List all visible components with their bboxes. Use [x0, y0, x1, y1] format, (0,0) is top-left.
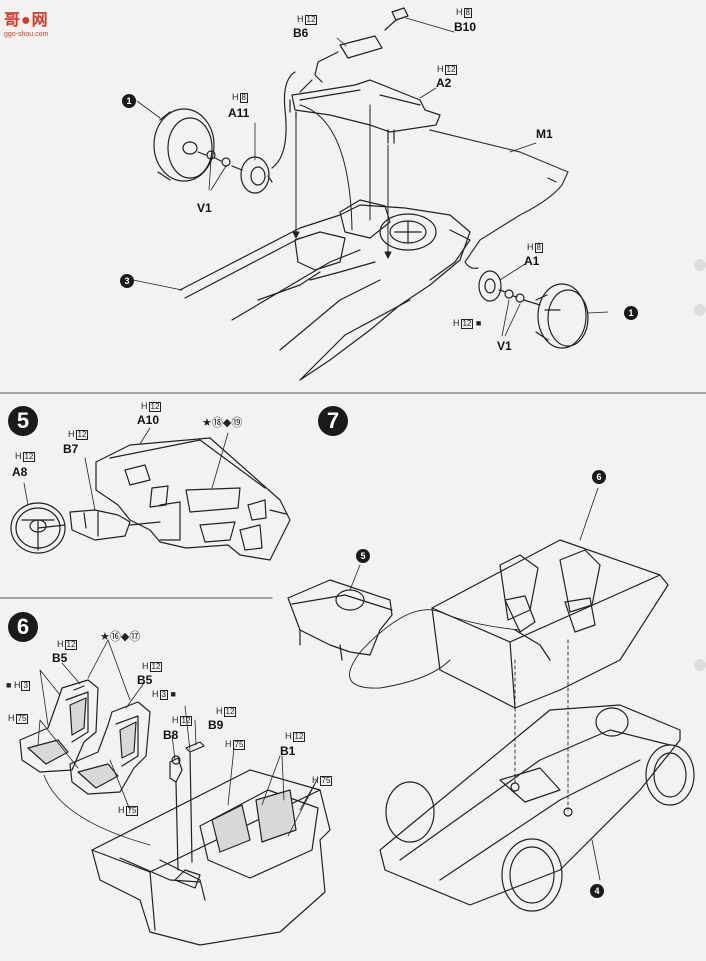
part-label-B5-left: B5 [52, 651, 68, 665]
interior-tub [91, 769, 331, 946]
callout-ref-3: 3 [120, 274, 134, 288]
assembly-arrows-top [292, 104, 392, 259]
part-label-B8: B8 [163, 728, 179, 742]
rear-axle-assembly [289, 7, 441, 144]
rear-wheel-right [478, 270, 589, 349]
part-label-A8: A8 [12, 465, 28, 479]
floor-pan-top [179, 199, 471, 381]
callout-ref-5: 5 [356, 549, 370, 563]
seat-guide-curve [43, 774, 151, 846]
part-label-M1: M1 [536, 127, 553, 141]
seat-right [69, 701, 151, 795]
steering-wheel [10, 502, 66, 554]
part-label-B7: B7 [63, 442, 79, 456]
part-label-A11: A11 [228, 106, 250, 120]
dashboard-group [95, 437, 291, 561]
watermark-logo: 哥●网 ggo-shou.com [4, 6, 49, 38]
scan-artifact [694, 659, 706, 671]
part-label-A10: A10 [137, 413, 160, 427]
leader-lines-step7 [349, 487, 601, 881]
callout-ref-4: 4 [590, 884, 604, 898]
part-label-A1: A1 [524, 254, 540, 268]
seat-left [19, 679, 99, 773]
part-label-V1-right: V1 [497, 339, 512, 353]
part-label-B1: B1 [280, 744, 296, 758]
scan-artifact [694, 304, 706, 316]
part-label-B9: B9 [208, 718, 224, 732]
part-label-B5-right: B5 [137, 673, 153, 687]
part-label-B6: B6 [293, 26, 309, 40]
part-label-A2: A2 [436, 76, 452, 90]
steering-column [37, 509, 161, 541]
dashboard-in-step7 [287, 579, 393, 661]
watermark-logo-text: 哥●网 [4, 12, 49, 29]
callout-ref-1-right: 1 [624, 306, 638, 320]
decal-refs-step5: ★⑱◆⑲ [202, 417, 243, 429]
leader-lines-top [132, 17, 609, 337]
part-label-V1-left: V1 [197, 201, 212, 215]
chassis-step7 [379, 704, 695, 912]
step-number-7: 7 [318, 406, 348, 436]
exhaust-and-rods [429, 129, 569, 269]
shifter-and-brake [169, 741, 205, 871]
step-number-6: 6 [8, 612, 38, 642]
leader-lines-step5 [23, 427, 229, 511]
scan-artifact [694, 259, 706, 271]
callout-ref-6: 6 [592, 470, 606, 484]
interior-tub-step7 [431, 539, 669, 709]
leader-lines-step6 [37, 639, 319, 837]
part-label-B10: B10 [454, 20, 477, 34]
rear-wheel-left [153, 71, 296, 194]
assembly-arrows-step7 [349, 609, 569, 811]
decal-refs-step6: ★⑯◆⑰ [100, 631, 141, 643]
watermark-url: ggo-shou.com [4, 31, 49, 38]
callout-ref-1-left: 1 [122, 94, 136, 108]
step-number-5: 5 [8, 406, 38, 436]
